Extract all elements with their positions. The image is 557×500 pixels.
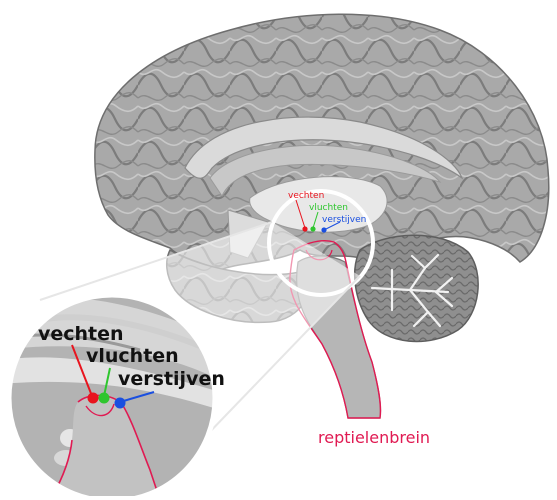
freeze-label-small: verstijven: [322, 215, 366, 225]
reptile-brain-label: reptielenbrein: [318, 428, 430, 447]
flight-marker: [99, 393, 110, 404]
flight-label-small: vluchten: [309, 203, 348, 213]
flight-label: vluchten: [86, 345, 179, 367]
freeze-label: verstijven: [118, 368, 225, 390]
fight-label: vechten: [38, 323, 124, 345]
fight-label-small: vechten: [288, 191, 324, 201]
freeze-marker: [115, 398, 126, 409]
fight-marker: [88, 393, 99, 404]
